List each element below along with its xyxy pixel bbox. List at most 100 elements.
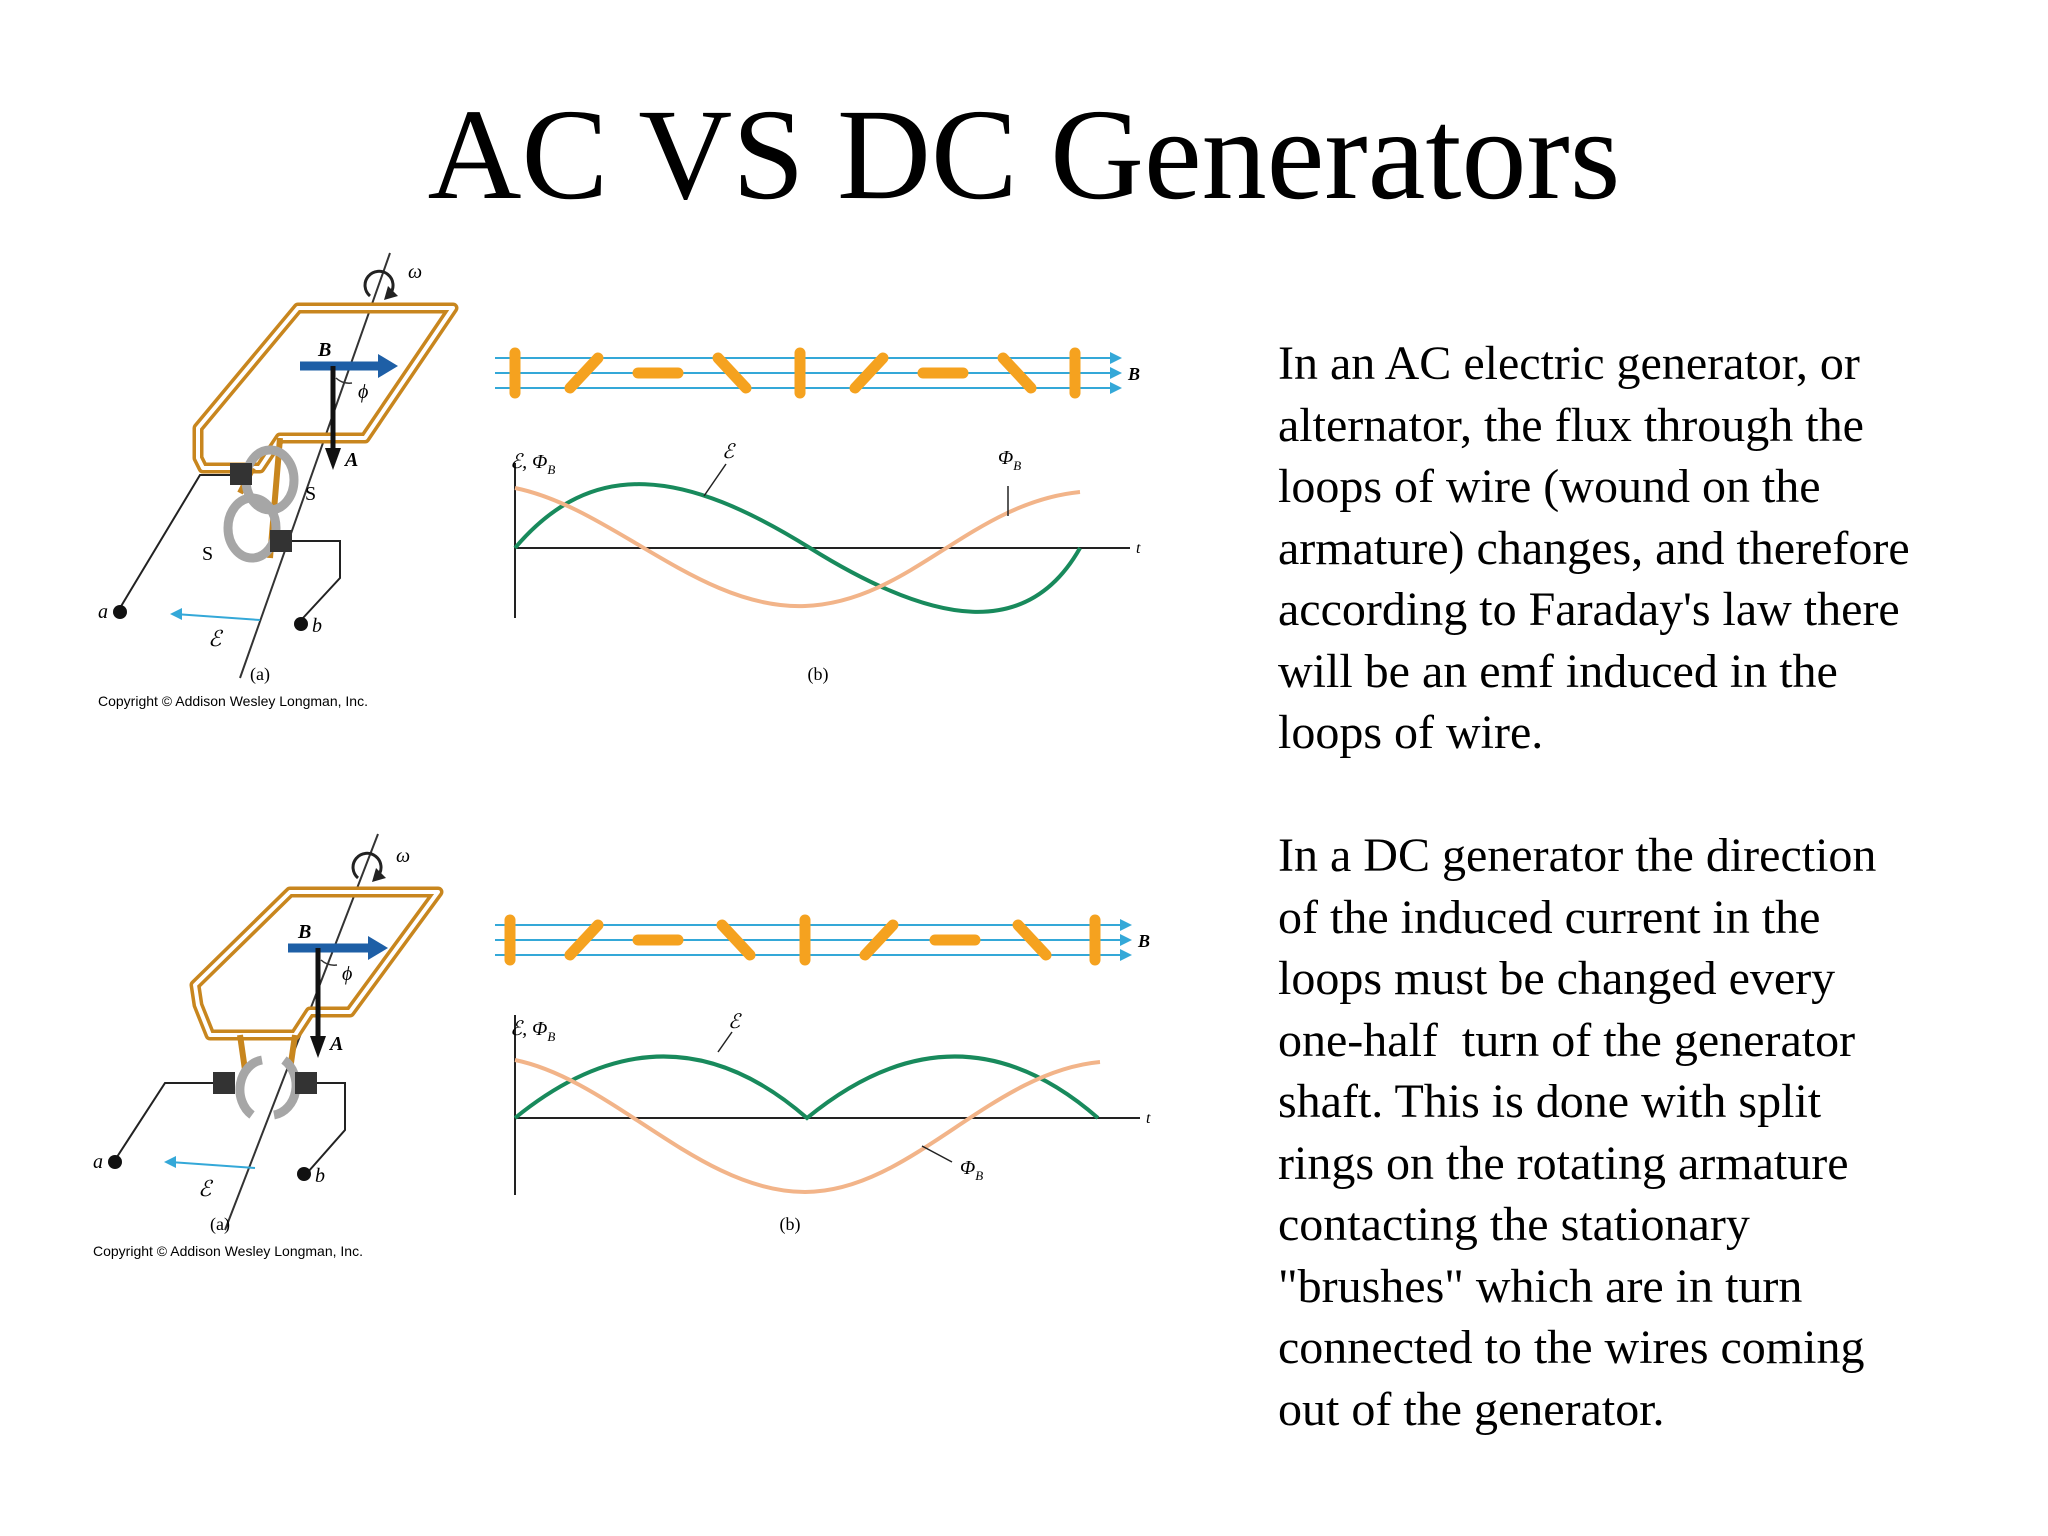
emf-curve [513,482,1082,614]
terminal-a-dot [113,605,127,619]
dc-line: "brushes" which are in turn [1278,1259,1803,1313]
dc-line: out of the generator. [1278,1382,1665,1436]
emf-curve-label: ℰ [728,1011,742,1033]
dc-description: In a DC generator the direction of the i… [1278,825,2018,1440]
rotation-arrow-icon [351,851,383,880]
brush-upper [230,463,252,485]
ac-description: In an AC electric generator, or alternat… [1278,333,2018,764]
slip-ring-lower [223,493,281,563]
ac-line: armature) changes, and therefore [1278,521,1910,575]
area-vector-arrowhead-icon [310,1036,326,1058]
slide-title: AC VS DC Generators [427,83,1621,227]
a-vector-label: A [328,1033,343,1055]
rotation-arrowhead-icon [384,286,398,300]
ac-line: In an AC electric generator, or [1278,337,1860,390]
emf-curve [513,1054,1100,1121]
brush-left [213,1072,235,1094]
split-ring-half-1 [235,1055,264,1119]
copyright-text: Copyright © Addison Wesley Longman, Inc. [93,1243,363,1259]
caption-b: (b) [808,664,829,685]
armature-loop [192,302,459,474]
caption-a: (a) [210,1214,230,1235]
dc-generator-figure: ω B A ϕ a b ℰ (a) [90,800,1210,1330]
dc-line: one-half turn of the generator [1278,1013,1856,1067]
dc-generator-diagram: ω B A ϕ a b ℰ (a) [93,833,444,1259]
rotation-axis [239,252,391,679]
terminal-a-dot [108,1155,122,1169]
flux-curve-label: ΦB [960,1157,983,1183]
caption-a: (a) [250,664,270,685]
rotation-arrow-icon [363,269,395,298]
ac-graph: B t ℰ, ΦB ℰ ΦB (b) [495,347,1141,685]
y-axis-label: ℰ, ΦB [510,451,555,477]
flux-curve-label: ΦB [998,447,1021,473]
armature-orientation-bars [509,347,1081,399]
copyright-text: Copyright © Addison Wesley Longman, Inc. [98,693,368,709]
dc-graph: B t ℰ, ΦB ℰ ΦB (b) [495,914,1151,1235]
dc-line: In a DC generator the direction [1278,829,1877,882]
b-vector-label: B [317,339,331,361]
ac-figure-svg: ω B A ϕ S S [98,252,1141,709]
flux-curve [514,1058,1101,1195]
wire-to-a [114,1082,213,1161]
omega-label: ω [408,261,422,283]
wire-to-a [119,474,230,609]
omega-label: ω [396,845,410,867]
phi-angle-arc [335,377,353,384]
brush-right [295,1072,317,1094]
emf-arrowhead-icon [164,1156,176,1168]
armature-orientation-bars [504,914,1101,966]
terminal-a-label: a [93,1151,103,1173]
ac-line: alternator, the flux through the [1278,398,1864,452]
slip-ring-label-lower: S [202,543,213,565]
terminal-b-label: b [312,615,322,637]
t-axis-label: t [1136,540,1141,557]
ac-line: loops of wire. [1278,706,1544,759]
ac-line: loops of wire (wound on the [1278,460,1821,513]
b-vector-label: B [297,921,311,943]
loop-lead-2 [237,1034,248,1071]
y-axis-label: ℰ, ΦB [510,1018,555,1044]
emf-curve-label: ℰ [722,441,736,463]
field-b-label: B [1127,364,1140,384]
terminal-b-dot [297,1167,311,1181]
field-b-label: B [1137,931,1150,951]
slip-ring-label-upper: S [305,483,316,505]
emf-arrowhead-icon [170,608,182,620]
terminal-a-label: a [98,601,108,623]
emf-label: ℰ [198,1176,214,1201]
emf-label-leader [717,1031,733,1053]
b-field-arrowhead-icon [368,936,388,960]
dc-figure-svg: ω B A ϕ a b ℰ (a) [93,833,1151,1259]
b-field-arrowhead-icon [378,354,398,378]
ac-generator-diagram: ω B A ϕ S S [98,252,459,709]
emf-label-leader [703,463,727,497]
dc-line: contacting the stationary [1278,1198,1750,1251]
caption-b: (b) [780,1214,801,1235]
flux-label-leader [921,1145,953,1163]
split-ring-half-2 [272,1056,301,1120]
emf-arrow-icon [174,613,261,621]
dc-line: shaft. This is done with split [1278,1075,1822,1128]
emf-arrow-icon [169,1161,256,1169]
flux-curve [514,486,1081,609]
wire-to-b [292,540,341,619]
wire-to-b [307,1082,346,1173]
ac-line: according to Faraday's law there [1278,583,1900,636]
phi-angle-arc [320,959,338,966]
armature-loop-inner [193,890,440,1037]
dc-line: loops must be changed every [1278,952,1836,1005]
phi-label: ϕ [358,381,368,403]
brush-lower [270,530,292,552]
terminal-b-dot [294,617,308,631]
dc-line: connected to the wires coming [1278,1321,1865,1374]
dc-line: rings on the rotating armature [1278,1136,1849,1190]
ac-line: will be an emf induced in the [1278,644,1838,698]
a-vector-label: A [343,449,358,471]
emf-label: ℰ [208,626,224,651]
terminal-b-label: b [315,1165,325,1187]
dc-line: of the induced current in the [1278,890,1821,944]
phi-label: ϕ [342,963,352,985]
rotation-arrowhead-icon [372,868,386,882]
ac-generator-figure: ω B A ϕ S S [90,248,1210,778]
